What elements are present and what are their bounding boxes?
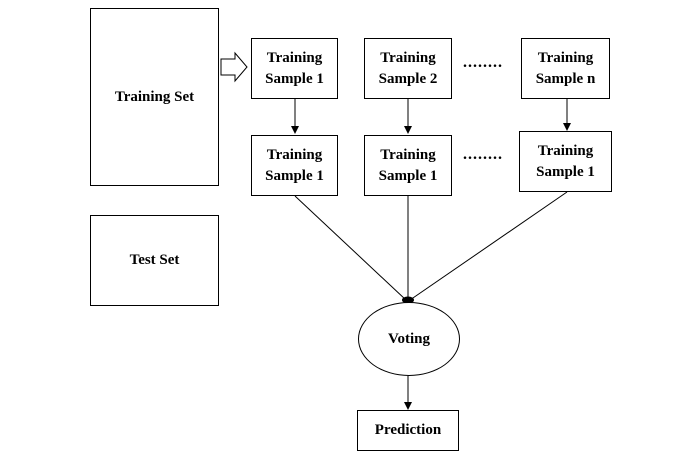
ellipsis-row1: ........ — [463, 54, 503, 71]
training-set-box: Training Set — [90, 8, 219, 186]
training-sample-row2-3: Training Sample 1 — [519, 131, 612, 192]
convergence-point — [402, 296, 414, 304]
sample-line1: Training — [537, 142, 594, 159]
prediction-label: Prediction — [374, 422, 442, 438]
training-sample-row2-2: Training Sample 1 — [364, 135, 452, 196]
training-sample-row1-2: Training Sample 2 — [364, 38, 452, 99]
sample-line1: Training — [266, 49, 323, 66]
sample-line1: Training — [266, 146, 323, 163]
block-arrow-icon — [220, 51, 248, 83]
training-sample-row2-1: Training Sample 1 — [251, 135, 338, 196]
sample-line1: Training — [380, 49, 436, 66]
line-to-voting-1 — [294, 195, 407, 301]
training-set-label: Training Set — [114, 88, 195, 105]
training-sample-row1-n: Training Sample n — [521, 38, 610, 99]
training-sample-row1-1: Training Sample 1 — [251, 38, 338, 99]
sample-line1: Training — [380, 146, 436, 163]
sample-line2: Sample 1 — [536, 163, 595, 180]
voting-node: Voting — [358, 302, 460, 376]
sample-line2: Sample 1 — [265, 70, 324, 87]
line-to-voting-3 — [409, 191, 568, 301]
ellipsis-row2: ........ — [463, 146, 503, 163]
sample-line2: Sample 2 — [378, 70, 438, 87]
prediction-box: Prediction — [357, 410, 459, 451]
voting-label: Voting — [388, 330, 430, 347]
sample-line2: Sample 1 — [378, 167, 438, 184]
sample-line1: Training — [537, 49, 594, 66]
sample-line2: Sample n — [535, 70, 596, 87]
test-set-label: Test Set — [129, 252, 180, 268]
test-set-box: Test Set — [90, 215, 219, 306]
sample-line2: Sample 1 — [265, 167, 324, 184]
